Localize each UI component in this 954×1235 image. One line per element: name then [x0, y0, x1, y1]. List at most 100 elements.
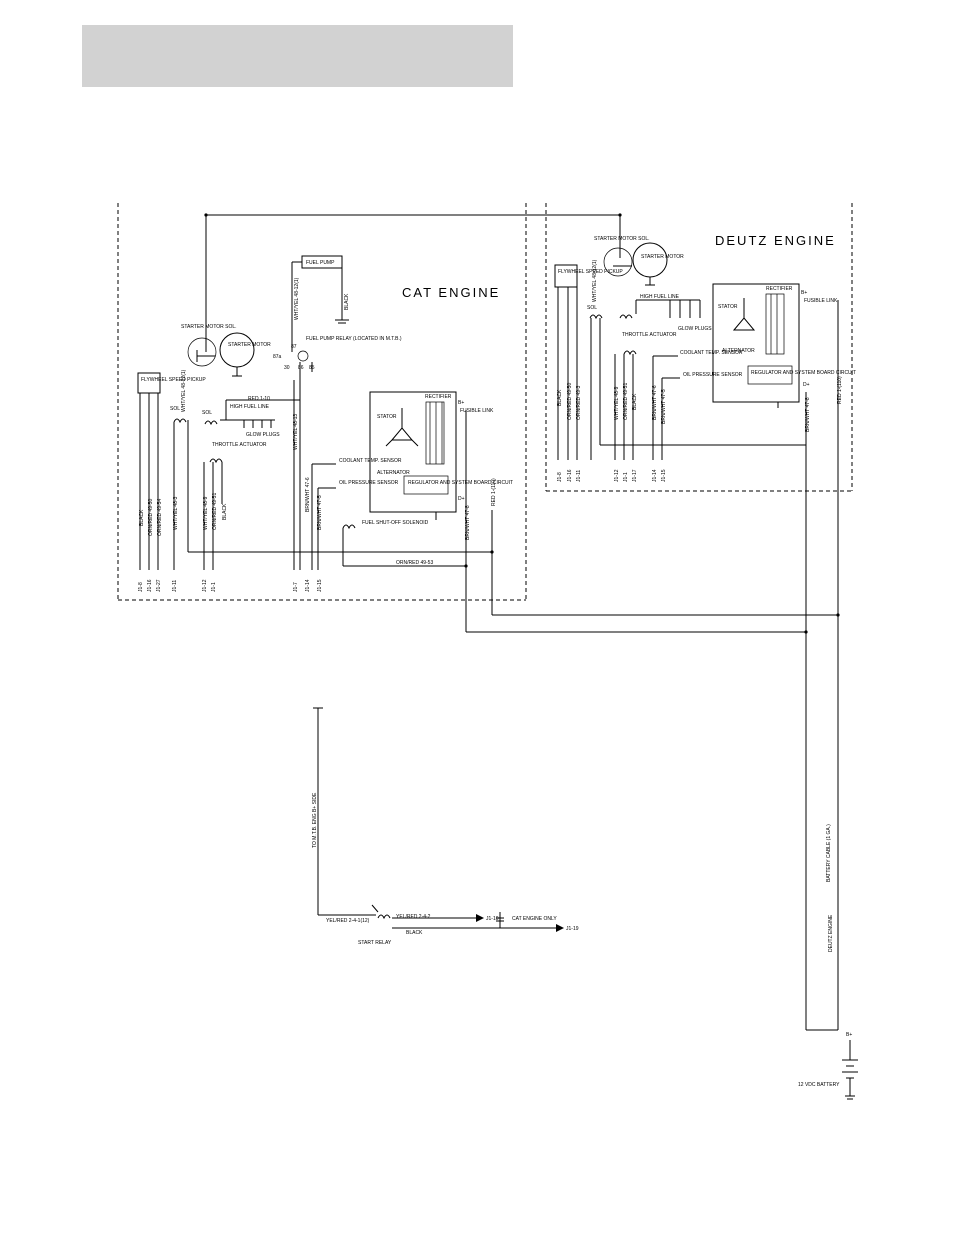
deutz-alternator: STATOR RECTIFIER ALTERNATOR REGULATOR AN… — [712, 283, 856, 408]
deutz-wl-47-5: BRN/WHT 47-5 — [661, 389, 667, 424]
cat-fuel-pump-label: FUEL PUMP — [306, 260, 335, 266]
cat-j1-11: J1-11 — [172, 580, 178, 592]
cat-relay-label: FUEL PUMP RELAY (LOCATED IN M.T.B.) — [306, 336, 402, 342]
deutz-stator-symbol — [732, 298, 756, 331]
cat-sol-1-coil — [173, 418, 187, 424]
to-mtb-label: TO M.T.B. ENG B+ SIDE — [312, 792, 318, 848]
cat-wire-labels: BLACK ORN/RED 49-50 ORN/RED 49-54 WHT/YE… — [139, 369, 497, 540]
cat-glow-label: GLOW PLUGS — [246, 432, 280, 438]
deutz-regulator-label: REGULATOR AND SYSTEM BOARD CIRCUIT — [751, 370, 856, 376]
relay-87: 87 — [291, 344, 297, 350]
deutz-d-plus: D+ — [803, 382, 810, 388]
cat-j1-8: J1-8 — [138, 582, 144, 592]
deutz-stator-label: STATOR — [718, 304, 738, 310]
black-label: BLACK — [406, 930, 423, 936]
cat-wl-49-50: ORN/RED 49-50 — [148, 499, 154, 536]
deutz-rectifier-label: RECTIFIER — [766, 286, 793, 292]
cat-stator-label: STATOR — [377, 414, 397, 420]
cat-wire-fuel-pump: WHT/YEL 48-12(1) — [294, 277, 300, 320]
battery-label: 12 VDC BATTERY — [798, 1082, 840, 1088]
cat-oil-label: OIL PRESSURE SENSOR — [339, 480, 399, 486]
deutz-sol-2-coil — [619, 314, 633, 320]
cat-regulator-label: REGULATOR AND SYSTEM BOARD CIRCUIT — [408, 480, 513, 486]
deutz-engine-boundary — [545, 203, 853, 492]
cat-glow-plugs: GLOW PLUGS — [243, 420, 280, 438]
start-relay-coil — [377, 914, 391, 920]
cat-fuel-pump: FUEL PUMP — [291, 255, 349, 352]
deutz-wl-48-9: WHT/YEL 48-9 — [614, 386, 620, 420]
cat-flywheel-pickup: FLYWHEEL SPEED PICKUP — [137, 372, 206, 570]
deutz-wire-labels: BLACK ORN/RED 49-50 ORN/RED 49-3 WHT/YEL… — [557, 259, 843, 432]
deutz-wl-47-8: BRN/WHT 47-8 — [805, 397, 811, 432]
cat-wire-orn-red-49-53: ORN/RED 49-53 — [396, 560, 433, 566]
deutz-wl-48-12: WHT/YEL 48-12(1) — [592, 259, 598, 302]
deutz-glow-plugs: GLOW PLUGS — [669, 300, 712, 332]
relay-30: 30 — [284, 365, 290, 371]
battery: B+ 12 VDC BATTERY — [798, 1029, 858, 1100]
cat-wl-48-3: WHT/YEL 48-3 — [173, 496, 179, 530]
deutz-throttle-coil — [623, 350, 637, 356]
deutz-sol-coil — [589, 314, 603, 320]
cat-throttle-coil — [209, 458, 223, 464]
cat-alternator: STATOR RECTIFIER ALTERNATOR REGULATOR AN… — [369, 391, 513, 520]
cat-wl-49-51: ORN/RED 49-51 — [212, 493, 218, 530]
j1-10-label: J1-10 — [486, 916, 499, 922]
cat-fusible-label: FUSIBLE LINK — [460, 408, 494, 414]
deutz-engine-label: DEUTZ ENGINE — [828, 914, 834, 952]
cat-wl-red-1-110: RED 1-(110) — [491, 478, 497, 506]
deutz-j1-14: J1-14 — [652, 469, 658, 482]
cat-flywheel-label: FLYWHEEL SPEED PICKUP — [141, 377, 206, 383]
deutz-wl-49-50: ORN/RED 49-50 — [567, 383, 573, 420]
deutz-fusible-label: FUSIBLE LINK — [804, 298, 838, 304]
cat-j1-15: J1-15 — [317, 579, 323, 592]
deutz-j1-17: J1-17 — [632, 469, 638, 482]
deutz-wl-black: BLACK — [557, 389, 563, 406]
cat-d-plus: D+ — [458, 496, 465, 502]
battery-cable-label: BATTERY CABLE (1 GA.) — [826, 824, 832, 882]
cat-starter-label: STARTER MOTOR — [228, 342, 271, 348]
cat-starter-sol-label: STARTER MOTOR SOL. — [181, 324, 237, 330]
deutz-wl-black-2: BLACK — [632, 393, 638, 410]
cat-wl-48-13: WHT/YEL 48-13 — [293, 414, 299, 450]
cat-wl-49-54: ORN/RED 49-54 — [157, 499, 163, 536]
deutz-glow-label: GLOW PLUGS — [678, 326, 712, 332]
cat-wire-fuel-pump-gnd: BLACK — [344, 293, 350, 310]
cat-connectors: J1-8 J1-16 J1-27 J1-11 J1-12 J1-1 J1-7 J… — [138, 579, 323, 592]
cat-fuel-pump-relay: FUEL PUMP RELAY (LOCATED IN M.T.B.) 87 8… — [273, 336, 402, 400]
deutz-engine-title: DEUTZ ENGINE — [715, 233, 836, 248]
deutz-j1-12: J1-12 — [614, 469, 620, 482]
deutz-j1-11: J1-11 — [576, 470, 582, 482]
start-relay-label: START RELAY — [358, 940, 392, 946]
cat-wl-48-12: WHT/YEL 48-12(1) — [181, 369, 187, 412]
yel-red-2-label: YEL/RED 2-4-2 — [396, 914, 431, 920]
cat-engine-boundary — [117, 203, 527, 601]
cat-wl-black-2: BLACK — [222, 503, 228, 520]
deutz-wl-47-6: BRN/WHT 47-6 — [652, 385, 658, 420]
cat-j1-16: J1-16 — [147, 579, 153, 592]
start-relay: START RELAY — [358, 904, 392, 946]
j1-19-label: J1-19 — [566, 926, 579, 932]
cat-sol-2: SOL — [202, 410, 212, 416]
deutz-starter-solenoid: STARTER MOTOR SOL. — [594, 236, 650, 277]
cat-wl-black: BLACK — [139, 509, 145, 526]
deutz-starter-sol-label: STARTER MOTOR SOL. — [594, 236, 650, 242]
deutz-throttle-label: THROTTLE ACTUATOR — [622, 332, 677, 338]
cat-b-plus: B+ — [458, 400, 464, 406]
deutz-connectors: J1-8 J1-16 J1-11 J1-12 J1-1 J1-17 J1-14 … — [557, 469, 667, 482]
cat-wl-47-5: BRN/WHT 47-5 — [317, 495, 323, 530]
cat-engine-title: CAT ENGINE — [402, 285, 500, 300]
cat-j1-27: J1-27 — [156, 579, 162, 592]
cat-throttle-label: THROTTLE ACTUATOR — [212, 442, 267, 448]
deutz-j1-15: J1-15 — [661, 469, 667, 482]
cat-alternator-label: ALTERNATOR — [377, 470, 410, 476]
cat-starter-motor: STARTER MOTOR — [219, 332, 271, 377]
cat-j1-14: J1-14 — [305, 579, 311, 592]
cat-sol-1: SOL — [170, 406, 180, 412]
cat-j1-1: J1-1 — [211, 582, 217, 592]
relay-87a: 87a — [273, 354, 282, 360]
cat-wl-47-8: BRN/WHT 47-8 — [465, 505, 471, 540]
deutz-sol-1: SOL — [587, 305, 597, 311]
cat-shutoff-coil — [342, 524, 356, 530]
deutz-j1-1: J1-1 — [623, 472, 629, 482]
